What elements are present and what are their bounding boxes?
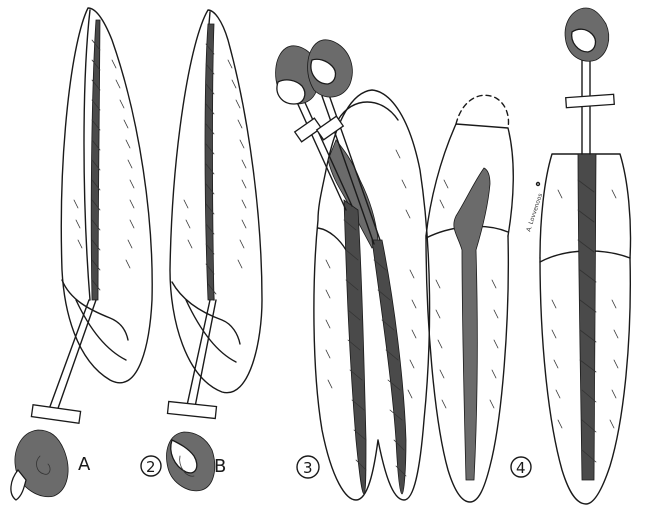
tooth-b-canal [205,24,214,300]
label-b: B [214,456,226,477]
tooth-3 [276,40,430,500]
tooth-b: B [167,10,262,491]
signature-dot [537,183,540,186]
tooth-4-dashed-crown [456,95,509,128]
tooth-b-stopper [168,402,217,419]
tooth-3-crown-arc [338,102,398,120]
tooth-5-canal [578,154,596,480]
tooth-a-inner-line [84,10,90,300]
tooth-4 [426,95,513,502]
tooth-3-cej-left [318,228,346,250]
tooth-a-canal [91,20,100,300]
tooth-4-filled-canal [454,168,490,480]
tooth-a-root-line [76,300,126,360]
fig-2-marker: 2 [141,456,161,476]
tooth-5-stopper [566,94,615,107]
tooth-b-root-line [186,300,236,362]
label-a: A [78,454,91,475]
tooth-a-outline [61,8,152,383]
fig-2-number: 2 [146,458,156,476]
fig-3-marker: 3 [297,456,319,478]
tooth-3-canal-right [372,240,406,494]
tooth-a-hatching [74,60,134,268]
tooth-a-file-shaft-right [56,300,96,414]
tooth-b-outline [170,10,262,393]
fig-4-marker: 4 [511,457,531,477]
tooth-5 [540,8,631,504]
tooth-3-canal-left [344,200,366,494]
tooth-a: A [11,8,152,500]
tooth-b-hatching [184,60,246,268]
tooth-a-stopper [31,405,80,424]
fig-4-number: 4 [516,459,526,477]
fig-3-number: 3 [303,459,313,477]
